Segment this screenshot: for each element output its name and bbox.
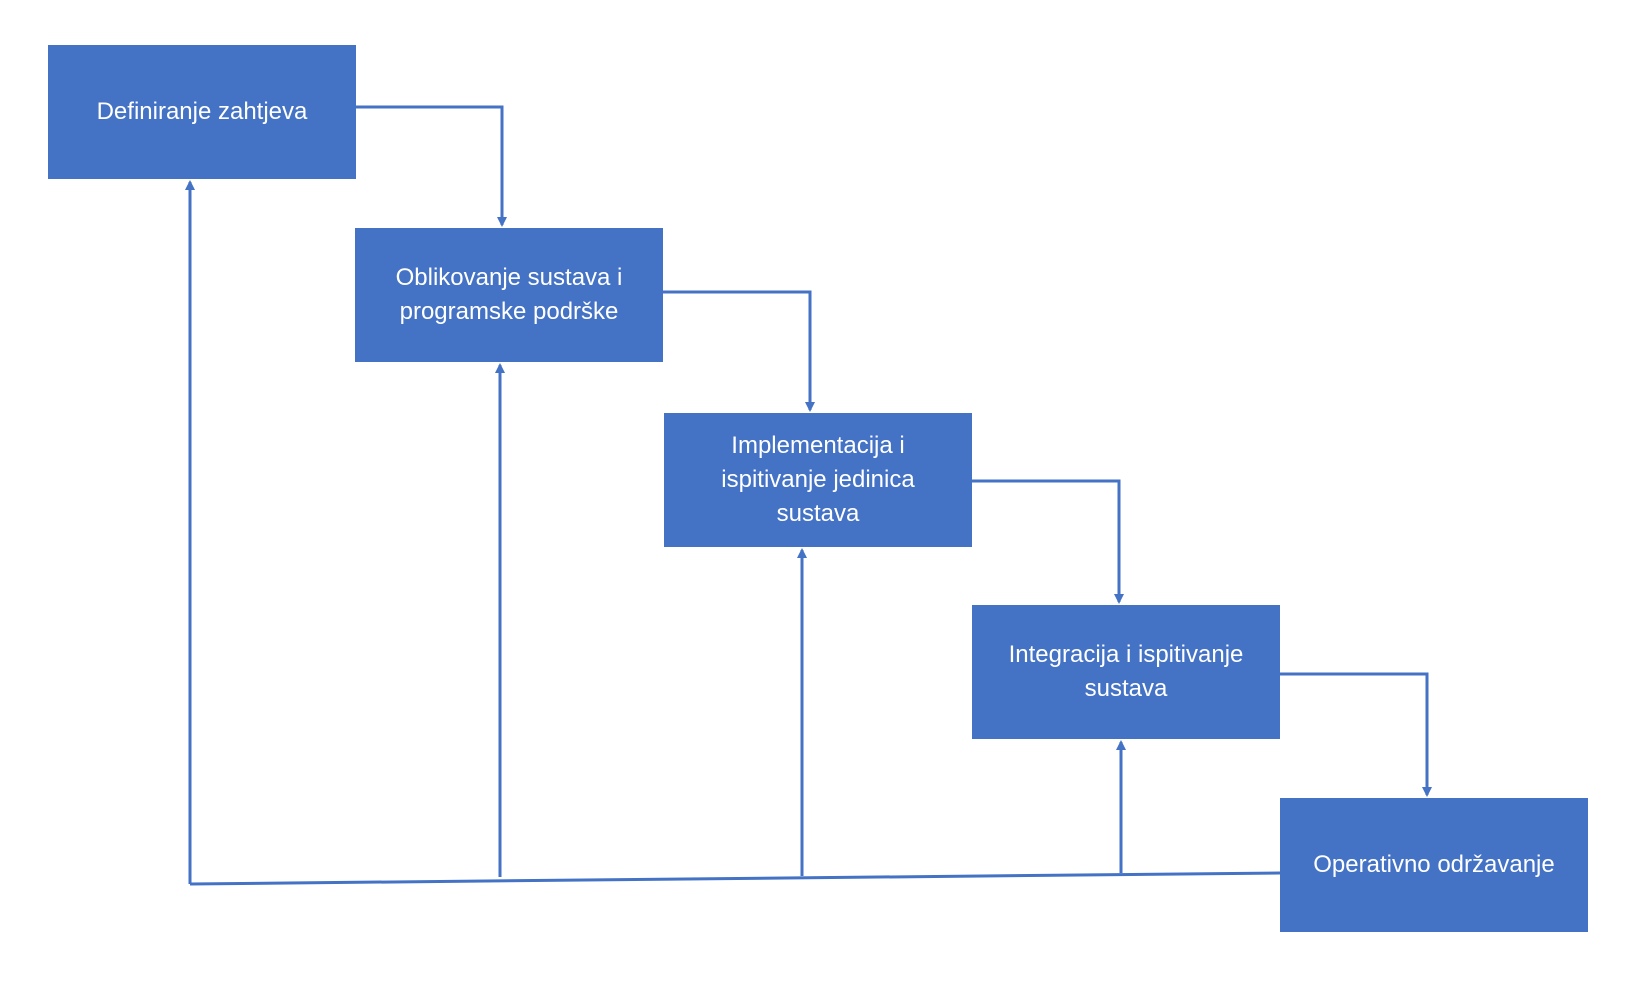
phase-label: Definiranje zahtjeva: [96, 98, 308, 125]
phase-box-integration: Integracija i ispitivanje sustava: [972, 605, 1280, 739]
phase-box-implementation: Implementacija i ispitivanje jedinica su…: [664, 413, 972, 547]
phase-label: Oblikovanje sustava i programske podrške: [395, 264, 623, 325]
phase-box-requirements: Definiranje zahtjeva: [48, 45, 356, 179]
flow-arrow-3-to-4: [972, 479, 1124, 604]
flow-arrow-2-to-3: [663, 290, 815, 412]
phase-label: Integracija i ispitivanje sustava: [1008, 641, 1244, 702]
flow-arrow-4-to-5: [1280, 672, 1432, 797]
phase-label: Operativno održavanje: [1313, 851, 1555, 878]
phase-label: Implementacija i ispitivanje jedinica su…: [721, 432, 915, 527]
phase-box-design: Oblikovanje sustava i programske podrške: [355, 228, 663, 362]
feedback-baseline: [189, 871, 1281, 886]
flow-arrow-1-to-2: [356, 105, 507, 227]
phase-box-maintenance: Operativno održavanje: [1280, 798, 1588, 932]
